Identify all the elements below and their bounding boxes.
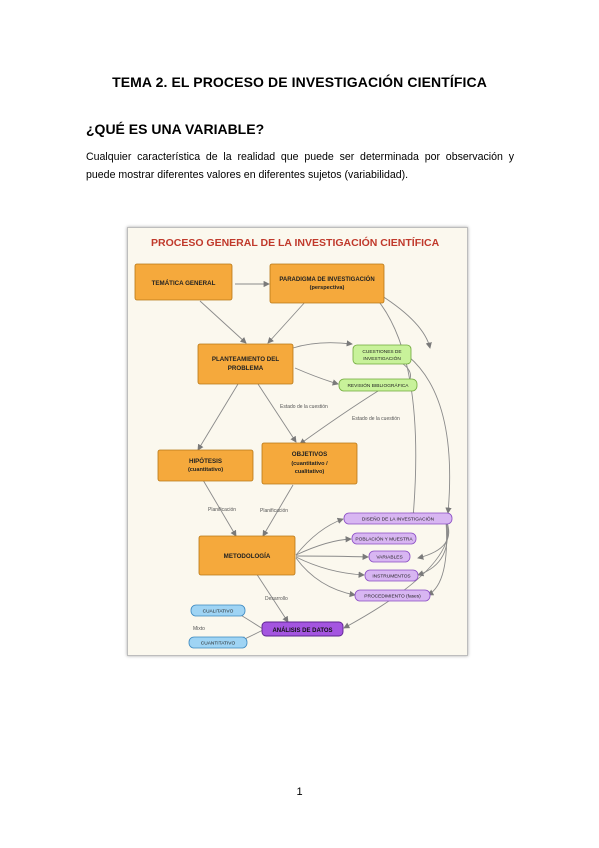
edge-label-mixto: Mixto (193, 626, 205, 632)
edge-label-estado1: Estado de la cuestión (280, 404, 328, 410)
page-number: 1 (296, 786, 303, 798)
svg-text:ANÁLISIS DE DATOS: ANÁLISIS DE DATOS (272, 627, 332, 634)
node-cuestiones: CUESTIONES DE INVESTIGACIÓN (352, 344, 412, 365)
node-metodologia: METODOLOGÍA (198, 535, 296, 576)
svg-text:POBLACIÓN Y MUESTRA: POBLACIÓN Y MUESTRA (355, 536, 413, 543)
svg-text:HIPÓTESIS: HIPÓTESIS (189, 457, 222, 465)
svg-text:TEMÁTICA GENERAL: TEMÁTICA GENERAL (152, 280, 216, 287)
node-poblacion: POBLACIÓN Y MUESTRA (351, 532, 417, 545)
svg-text:PROCEDIMIENTO (fases): PROCEDIMIENTO (fases) (364, 594, 421, 600)
edge-label-planif2: Planificación (260, 508, 288, 514)
node-tematica-general: TEMÁTICA GENERAL (134, 263, 233, 301)
node-hipotesis: HIPÓTESIS (cuantitativo) (157, 449, 254, 482)
svg-text:(perspectiva): (perspectiva) (310, 285, 345, 291)
svg-text:CUESTIONES DE: CUESTIONES DE (362, 349, 401, 355)
node-cualitativo: CUALITATIVO (190, 604, 246, 617)
svg-text:CUANTITATIVO: CUANTITATIVO (201, 641, 236, 647)
node-procedimiento: PROCEDIMIENTO (fases) (354, 589, 431, 602)
svg-text:PARADIGMA DE INVESTIGACIÓN: PARADIGMA DE INVESTIGACIÓN (279, 275, 374, 283)
svg-text:INSTRUMENTOS: INSTRUMENTOS (372, 574, 410, 580)
svg-text:(cuantitativo /: (cuantitativo / (291, 461, 328, 467)
svg-text:REVISIÓN BIBLIOGRÁFICA: REVISIÓN BIBLIOGRÁFICA (347, 382, 409, 389)
section-heading: ¿QUÉ ES UNA VARIABLE? (86, 121, 265, 137)
svg-text:CUALITATIVO: CUALITATIVO (203, 609, 234, 615)
edge-label-planif1: Planificación (208, 507, 236, 513)
svg-text:VARIABLES: VARIABLES (376, 555, 402, 561)
svg-text:METODOLOGÍA: METODOLOGÍA (224, 552, 271, 560)
definition-paragraph: Cualquier característica de la realidad … (86, 151, 514, 181)
svg-text:INVESTIGACIÓN: INVESTIGACIÓN (363, 355, 401, 362)
svg-text:OBJETIVOS: OBJETIVOS (292, 451, 327, 458)
node-cuantitativo: CUANTITATIVO (188, 636, 248, 649)
svg-text:DISEÑO DE LA INVESTIGACIÓN: DISEÑO DE LA INVESTIGACIÓN (362, 516, 435, 523)
node-variables: VARIABLES (368, 550, 411, 563)
svg-text:cualitativo): cualitativo) (295, 469, 325, 475)
research-process-diagram: PROCESO GENERAL DE LA INVESTIGACIÓN CIEN… (127, 227, 468, 656)
node-analisis-datos: ANÁLISIS DE DATOS (261, 621, 344, 637)
node-revision-bibliografica: REVISIÓN BIBLIOGRÁFICA (338, 378, 418, 392)
svg-text:(cuantitativo): (cuantitativo) (188, 467, 223, 473)
diagram-title: PROCESO GENERAL DE LA INVESTIGACIÓN CIEN… (151, 236, 440, 249)
svg-text:PLANTEAMIENTO DEL: PLANTEAMIENTO DEL (212, 356, 279, 363)
svg-text:PROBLEMA: PROBLEMA (228, 365, 264, 372)
node-planteamiento: PLANTEAMIENTO DEL PROBLEMA (197, 343, 294, 385)
edge-label-desarrollo: Desarrollo (265, 596, 288, 602)
edge-label-estado2: Estado de la cuestión (352, 416, 400, 422)
node-paradigma: PARADIGMA DE INVESTIGACIÓN (perspectiva) (269, 263, 385, 304)
node-instrumentos: INSTRUMENTOS (364, 569, 419, 582)
node-diseno: DISEÑO DE LA INVESTIGACIÓN (343, 512, 453, 525)
node-objetivos: OBJETIVOS (cuantitativo / cualitativo) (261, 442, 358, 485)
page-title: TEMA 2. EL PROCESO DE INVESTIGACIÓN CIEN… (112, 74, 487, 90)
